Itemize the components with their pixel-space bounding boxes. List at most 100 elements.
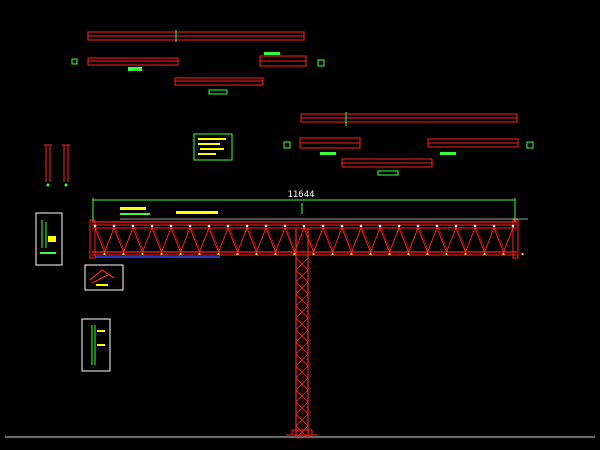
truss-member-line	[295, 365, 309, 379]
truss-member-line	[153, 227, 164, 253]
truss-node	[264, 224, 268, 228]
truss-member-line	[322, 227, 333, 253]
truss-node	[407, 252, 410, 256]
truss-node	[340, 224, 344, 228]
truss-member-line	[455, 227, 466, 253]
truss-member-line	[457, 227, 468, 253]
truss-member-line	[503, 227, 514, 253]
truss-member-line	[305, 227, 316, 253]
truss-node	[274, 252, 277, 256]
truss-node	[397, 224, 401, 228]
detail-bar-long-right	[300, 112, 518, 126]
truss-member-line	[476, 227, 487, 253]
truss-member-line	[419, 227, 430, 253]
truss-member-line	[113, 227, 124, 253]
truss-node	[245, 224, 249, 228]
vertical-member-pair	[44, 144, 70, 187]
truss-member-line	[265, 227, 276, 253]
truss-member-line	[303, 227, 314, 253]
truss-member-line	[379, 227, 390, 253]
truss-member-line	[199, 227, 210, 253]
truss-member-line	[295, 377, 309, 391]
truss-node	[217, 252, 220, 256]
overall-dimension-label: 11644	[287, 190, 315, 200]
truss-member-line	[370, 227, 381, 253]
truss-member-line	[295, 305, 309, 319]
truss-member-line	[295, 413, 309, 427]
truss-member-line	[295, 353, 309, 367]
truss-member-line	[134, 227, 145, 253]
truss-member-line	[210, 227, 221, 253]
truss-node	[445, 252, 448, 256]
truss-node	[435, 224, 439, 228]
truss-node	[112, 224, 116, 228]
truss-member-line	[341, 227, 352, 253]
truss-member-line	[465, 227, 476, 253]
truss-member-line	[132, 227, 143, 253]
truss-member-line	[295, 317, 309, 331]
truss-node	[312, 252, 315, 256]
truss-member-line	[275, 227, 286, 253]
truss-node	[483, 252, 486, 256]
truss-top-chord	[92, 207, 528, 229]
detail-bar-small-right	[259, 52, 325, 67]
truss-member-line	[237, 227, 248, 253]
detail-bar-small-left	[71, 57, 179, 71]
truss-member-line	[427, 227, 438, 253]
truss-node	[416, 224, 420, 228]
detail-bar-long-top	[87, 30, 305, 42]
truss-node	[141, 252, 144, 256]
truss-node	[388, 252, 391, 256]
truss-node	[473, 224, 477, 228]
truss-member-line	[180, 227, 191, 253]
truss-member-line	[295, 281, 309, 295]
truss-node	[198, 252, 201, 256]
truss-member-line	[484, 227, 495, 253]
truss-member-line	[172, 227, 183, 253]
truss-node	[122, 252, 125, 256]
truss-node	[293, 252, 296, 256]
truss-member-line	[191, 227, 202, 253]
truss-member-line	[313, 227, 324, 253]
truss-member-line	[343, 227, 354, 253]
truss-member-line	[295, 425, 309, 439]
detail-box-connection	[84, 264, 124, 291]
truss-member-line	[446, 227, 457, 253]
truss-node	[511, 224, 515, 228]
truss-member-line	[360, 227, 371, 253]
truss-node	[207, 224, 211, 228]
truss-node	[521, 252, 524, 256]
truss-member-line	[208, 227, 219, 253]
truss-member-line	[104, 227, 115, 253]
truss-member-line	[94, 227, 105, 253]
truss-member-line	[474, 227, 485, 253]
truss-node	[359, 224, 363, 228]
truss-node	[492, 224, 496, 228]
truss-member-line	[295, 269, 309, 283]
truss-node	[160, 252, 163, 256]
truss-member-line	[295, 329, 309, 343]
annotation-note-box	[193, 133, 233, 161]
truss-member-line	[246, 227, 257, 253]
truss-node	[321, 224, 325, 228]
truss-node	[378, 224, 382, 228]
truss-node	[454, 224, 458, 228]
truss-member-line	[123, 227, 134, 253]
truss-member-line	[229, 227, 240, 253]
truss-node	[350, 252, 353, 256]
truss-member-line	[400, 227, 411, 253]
truss-member-line	[295, 401, 309, 415]
truss-web-diagonals	[94, 227, 514, 253]
truss-member-line	[389, 227, 400, 253]
truss-node	[255, 252, 258, 256]
truss-node	[331, 252, 334, 256]
truss-member-line	[495, 227, 506, 253]
detail-bar-mid-right-c	[341, 158, 433, 176]
column-base-plate	[286, 429, 318, 436]
truss-node	[464, 252, 467, 256]
truss-node	[150, 224, 154, 228]
overall-dimension-line	[92, 198, 516, 222]
truss-member-line	[493, 227, 504, 253]
truss-member-line	[332, 227, 343, 253]
